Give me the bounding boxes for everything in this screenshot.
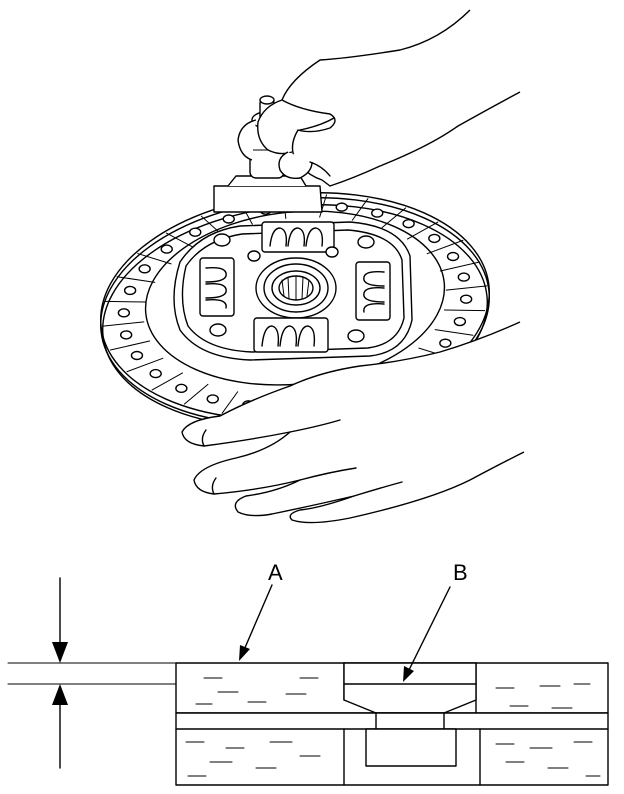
friction-groove — [137, 253, 172, 265]
friction-rivet — [446, 251, 460, 262]
hub-rivets — [209, 233, 375, 343]
friction-groove — [109, 340, 151, 351]
friction-groove — [319, 194, 328, 218]
friction-groove — [221, 391, 239, 414]
friction-rivet — [123, 285, 137, 296]
section-hatching — [185, 677, 601, 777]
damper-spring-bottom — [253, 317, 329, 353]
friction-rivet — [371, 208, 384, 218]
friction-groove — [104, 300, 147, 303]
friction-rivet — [457, 272, 471, 282]
friction-groove — [102, 321, 145, 327]
friction-rivet — [428, 233, 441, 244]
friction-rivet — [117, 308, 131, 318]
friction-rivet — [459, 294, 473, 304]
friction-groove — [439, 261, 481, 272]
lower-hand — [181, 321, 525, 524]
friction-rivet — [335, 202, 348, 212]
damper-spring-left — [199, 257, 235, 317]
friction-rivet — [453, 316, 467, 327]
friction-groove — [443, 309, 486, 312]
friction-rivet — [439, 338, 452, 348]
friction-rivet — [149, 368, 162, 379]
friction-groove — [445, 285, 488, 291]
damper-spring-top — [261, 221, 335, 253]
friction-groove — [116, 276, 156, 283]
dimension-arrow-up — [52, 684, 68, 769]
friction-groove — [183, 383, 209, 405]
gauge-body — [343, 662, 477, 714]
friction-groove — [434, 329, 474, 336]
friction-groove — [351, 198, 369, 221]
friction-groove — [151, 372, 184, 391]
friction-rivet — [222, 214, 235, 224]
callout-label-a: A — [268, 560, 283, 585]
friction-rivet — [119, 330, 133, 340]
friction-groove — [381, 207, 407, 229]
friction-rivet — [402, 218, 415, 229]
friction-groove — [165, 232, 195, 248]
dimension-arrow-down — [52, 577, 68, 663]
callout-label-b: B — [453, 560, 468, 585]
friction-rivet — [130, 350, 144, 361]
clutch-disc-illustration — [100, 9, 525, 524]
callout-leader-b — [403, 586, 451, 682]
cross-section-diagram: A B — [7, 560, 609, 786]
damper-spring-right — [355, 261, 391, 321]
upper-hand — [237, 9, 521, 187]
friction-rivet — [206, 394, 219, 404]
friction-groove — [426, 239, 464, 255]
splined-hub — [255, 257, 337, 319]
friction-rivet — [160, 244, 173, 254]
friction-rivet — [175, 383, 188, 394]
friction-rivet — [189, 227, 202, 237]
lower-block — [175, 712, 609, 786]
friction-rivet — [138, 264, 151, 274]
callout-leader-a — [239, 584, 273, 661]
damper-springs — [199, 221, 391, 353]
friction-groove — [126, 357, 164, 373]
friction-groove — [406, 221, 439, 240]
